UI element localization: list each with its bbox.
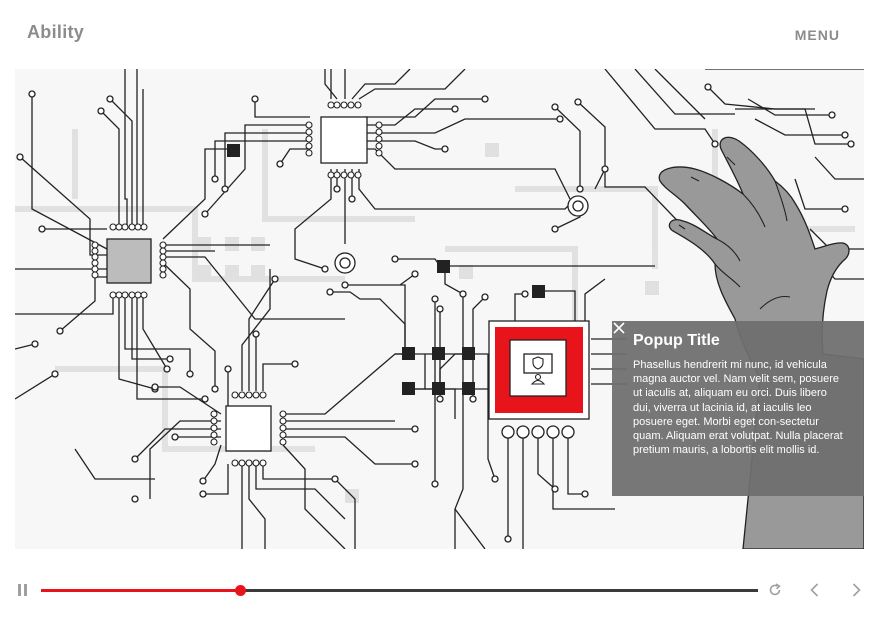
menu-button[interactable]: MENU [794,27,840,43]
progress-bar[interactable] [41,585,758,596]
chevron-right-icon[interactable] [848,582,864,598]
replay-icon[interactable] [767,582,783,598]
header: Ability MENU [0,0,880,68]
popup-body: Phasellus hendrerit mi nunc, id vehicula… [633,359,843,457]
circuit-illustration: Popup Title Phasellus hendrerit mi nunc,… [15,69,864,549]
close-icon[interactable] [612,321,626,335]
popup-title: Popup Title [633,332,720,349]
chevron-left-icon[interactable] [807,582,823,598]
player-controls [0,570,880,610]
progress-handle[interactable] [234,585,246,596]
brand-logo: Ability [27,22,85,42]
info-popup: Popup Title Phasellus hendrerit mi nunc,… [612,321,864,496]
progress-fill [41,589,240,592]
pause-icon[interactable] [18,584,28,596]
